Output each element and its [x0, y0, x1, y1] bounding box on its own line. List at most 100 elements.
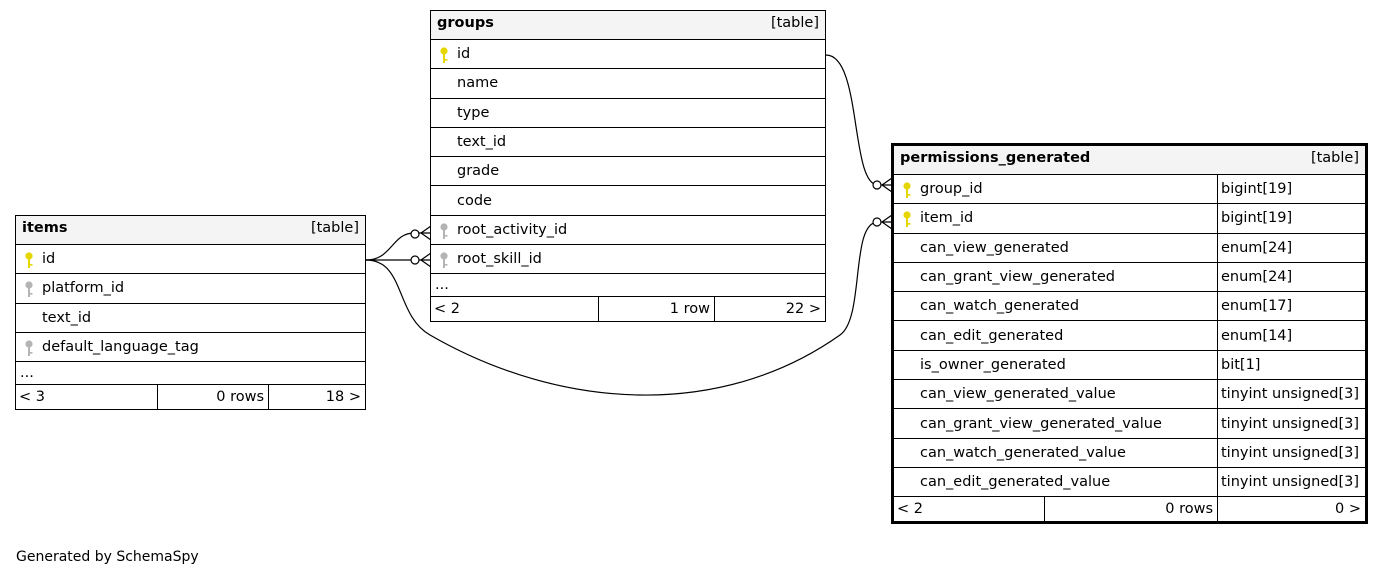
crowfoot-root-activity: [419, 225, 432, 241]
parents-count[interactable]: < 2: [894, 497, 1045, 522]
column-name: item_id: [920, 210, 974, 227]
column-row[interactable]: can_view_generated_value tinyint unsigned…: [894, 380, 1365, 410]
column-name: is_owner_generated: [920, 356, 1066, 373]
column-type: enum[24]: [1217, 233, 1365, 262]
column-name: platform_id: [42, 280, 125, 297]
column-row[interactable]: code: [431, 186, 825, 216]
table-name: permissions_generated: [900, 150, 1091, 166]
optional-marker-root-activity: [410, 229, 420, 239]
table-footer: < 2 1 row 22 >: [431, 297, 825, 322]
row-count: 0 rows: [1045, 497, 1218, 522]
column-row[interactable]: can_edit_generated_value tinyint unsigned…: [894, 467, 1365, 498]
generated-by-footer: Generated by SchemaSpy: [16, 549, 199, 565]
column-type: bigint[19]: [1217, 204, 1365, 233]
column-name: default_language_tag: [42, 339, 199, 356]
row-count: 0 rows: [158, 385, 269, 410]
table-footer: < 2 0 rows 0 >: [894, 497, 1365, 522]
column-row[interactable]: can_grant_view_generated enum[24]: [894, 262, 1365, 293]
edge-items-permissions: [365, 221, 892, 396]
more-columns-ellipsis[interactable]: ...: [16, 362, 365, 386]
column-name: id: [457, 46, 471, 63]
primary-key-icon: [24, 251, 34, 269]
optional-marker-item-id: [872, 217, 882, 227]
table-header: items [table]: [16, 216, 365, 245]
optional-marker-root-skill: [410, 255, 420, 265]
foreign-key-icon: [24, 339, 34, 357]
children-count[interactable]: 22 >: [785, 301, 821, 318]
column-name: can_watch_generated_value: [920, 444, 1126, 461]
column-name: root_activity_id: [457, 221, 568, 238]
table-name: groups: [437, 15, 494, 31]
column-row[interactable]: can_grant_view_generated_value tinyint un…: [894, 409, 1365, 439]
column-row[interactable]: is_owner_generated bit[1]: [894, 350, 1365, 381]
column-type: tinyint unsigned[3]: [1217, 438, 1365, 467]
column-name: can_watch_generated: [920, 298, 1080, 315]
column-row[interactable]: root_skill_id: [431, 245, 825, 275]
optional-marker-group-id: [872, 180, 882, 190]
edge-items-root-activity: [365, 232, 431, 261]
primary-key-icon: [439, 46, 449, 64]
more-columns-ellipsis[interactable]: ...: [431, 274, 825, 298]
column-name: group_id: [920, 181, 983, 198]
column-type: enum[14]: [1217, 321, 1365, 350]
edge-groups-permissions: [825, 54, 892, 186]
column-row[interactable]: root_activity_id: [431, 216, 825, 246]
column-row[interactable]: platform_id: [16, 274, 365, 304]
table-kind: [table]: [1310, 150, 1359, 166]
column-type: enum[17]: [1217, 292, 1365, 321]
foreign-key-icon: [439, 222, 449, 240]
column-name: type: [457, 104, 490, 121]
table-header: groups [table]: [431, 11, 825, 40]
column-row[interactable]: text_id: [16, 304, 365, 333]
column-row[interactable]: type: [431, 99, 825, 128]
column-name: id: [42, 251, 56, 268]
column-row[interactable]: can_watch_generated enum[17]: [894, 292, 1365, 322]
primary-key-icon: [902, 210, 912, 228]
children-count[interactable]: 0 >: [1335, 501, 1361, 518]
column-name: code: [457, 192, 492, 209]
column-name: can_view_generated_value: [920, 386, 1116, 403]
column-type: bit[1]: [1217, 350, 1365, 380]
column-type: enum[24]: [1217, 262, 1365, 292]
column-row[interactable]: can_view_generated enum[24]: [894, 233, 1365, 263]
column-type: tinyint unsigned[3]: [1217, 380, 1365, 409]
column-row[interactable]: default_language_tag: [16, 333, 365, 363]
column-name: text_id: [42, 309, 92, 326]
table-name: items: [22, 220, 68, 236]
column-type: tinyint unsigned[3]: [1217, 467, 1365, 497]
column-row[interactable]: name: [431, 69, 825, 99]
column-name: grade: [457, 163, 500, 180]
column-name: can_grant_view_generated_value: [920, 415, 1162, 432]
primary-key-icon: [902, 181, 912, 199]
children-count[interactable]: 18 >: [325, 389, 361, 406]
column-type: tinyint unsigned[3]: [1217, 409, 1365, 438]
foreign-key-icon: [439, 251, 449, 269]
column-row[interactable]: can_watch_generated_value tinyint unsigne…: [894, 438, 1365, 468]
column-row[interactable]: id: [16, 245, 365, 275]
crowfoot-item-id: [880, 214, 893, 230]
row-count: 1 row: [599, 297, 715, 322]
column-name: root_skill_id: [457, 251, 542, 268]
column-name: can_grant_view_generated: [920, 269, 1116, 286]
foreign-key-icon: [24, 280, 34, 298]
parents-count[interactable]: < 2: [431, 297, 599, 322]
column-row[interactable]: grade: [431, 157, 825, 187]
column-row[interactable]: item_id bigint[19]: [894, 204, 1365, 234]
column-row[interactable]: text_id: [431, 128, 825, 158]
table-footer: < 3 0 rows 18 >: [16, 385, 365, 410]
parents-count[interactable]: < 3: [16, 385, 158, 410]
crowfoot-root-skill: [419, 252, 432, 268]
column-row[interactable]: id: [431, 40, 825, 70]
column-name: can_view_generated: [920, 239, 1069, 256]
crowfoot-group-id: [880, 177, 893, 193]
table-kind: [table]: [770, 15, 819, 31]
column-name: text_id: [457, 134, 507, 151]
column-name: name: [457, 75, 499, 92]
column-name: can_edit_generated_value: [920, 474, 1111, 491]
